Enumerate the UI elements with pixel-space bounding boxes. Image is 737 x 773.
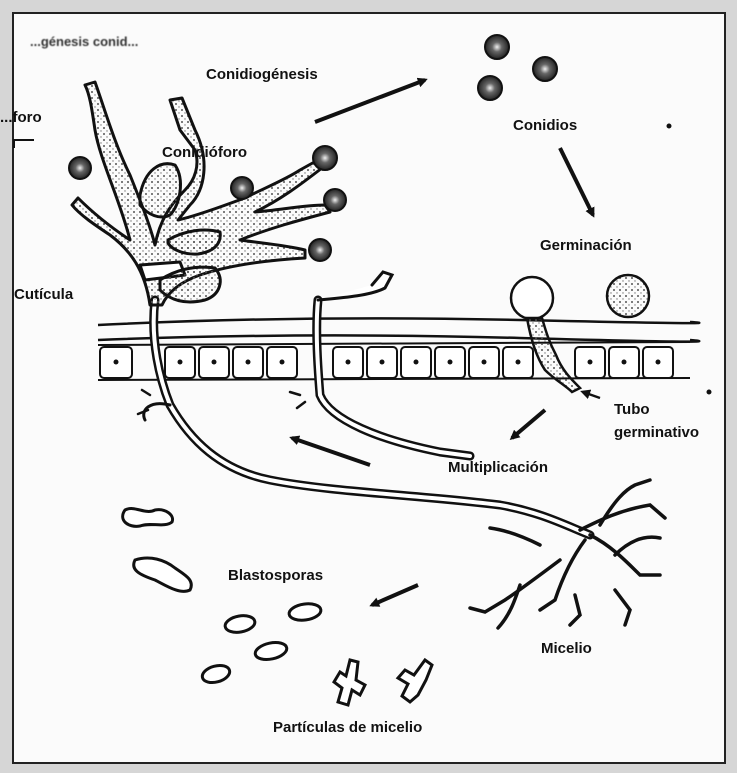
label-conidioforo: Conidióforo xyxy=(162,145,247,160)
label-micelio: Micelio xyxy=(541,641,592,656)
label-conidios: Conidios xyxy=(513,118,577,133)
cropped-top-label: ...génesis conid... xyxy=(30,35,138,48)
free-conidia xyxy=(478,35,557,100)
conidiophore xyxy=(72,82,330,305)
label-cuticula: Cutícula xyxy=(14,287,73,302)
label-blastosporas: Blastosporas xyxy=(228,568,323,583)
arrow-to-germination xyxy=(560,148,593,215)
label-tubo: Tubo xyxy=(614,402,650,417)
blastospores xyxy=(123,509,322,686)
arrow-back-to-hypha xyxy=(292,438,370,465)
mycelial-particles xyxy=(334,660,432,705)
label-germinacion: Germinación xyxy=(540,238,632,253)
label-conidiogenesis: Conidiogénesis xyxy=(206,67,318,82)
label-particulas: Partículas de micelio xyxy=(273,720,422,735)
arrow-to-multiplication xyxy=(512,410,545,438)
arrow-to-conidia xyxy=(315,80,425,122)
cropped-left-label: ...foro xyxy=(0,110,42,125)
label-multiplicacion: Multiplicación xyxy=(448,460,548,475)
arrow-to-blastospores xyxy=(372,585,418,605)
label-germinativo: germinativo xyxy=(614,425,699,440)
pointer-germ-tube xyxy=(583,392,600,398)
epidermal-cells xyxy=(100,347,673,378)
